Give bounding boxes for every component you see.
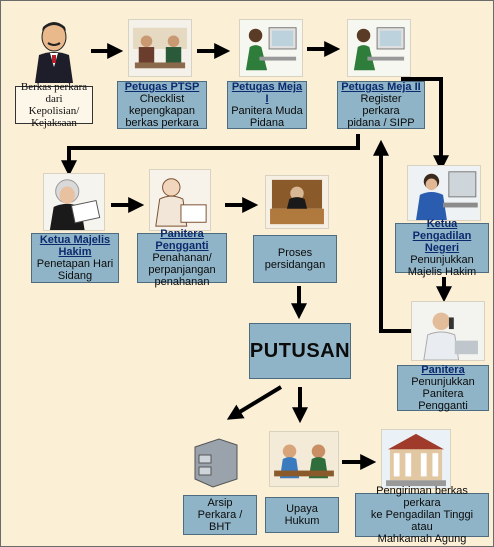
meja2-title: Petugas Meja II (341, 81, 421, 93)
meja2-box: Petugas Meja II Register perkara pidana … (337, 81, 425, 129)
computer-worker-icon (239, 19, 303, 77)
meja1-title: Petugas Meja I (231, 81, 303, 105)
pengiriman-line-2: ke Pengadilan Tinggi atau (370, 509, 474, 533)
ketua-majelis-line-1: Penetapan Hari (36, 258, 114, 270)
berkas-line-1: Berkas perkara (20, 81, 88, 93)
ketua-pn-title-1: Ketua Pengadilan (412, 218, 472, 242)
berkas-line-3: Kejaksaan (31, 117, 77, 129)
berkas-box: Berkas perkara dari Kepolisian/ Kejaksaa… (15, 81, 93, 129)
panitera-box: Panitera Penunjukkan Panitera Pengganti (397, 364, 489, 412)
ketua-pn-line-1: Penunjukkan (410, 254, 474, 266)
pengiriman-line-3: Mahkamah Agung (377, 533, 467, 545)
ketua-pn-line-2: Majelis Hakim (407, 266, 477, 278)
panitera-pengganti-box: Panitera Pengganti Penahanan/ perpanjang… (137, 228, 227, 288)
meja2-line-1: Register perkara (360, 93, 402, 117)
lawyer-icon (21, 17, 87, 83)
pengiriman-line-1: Pengiriman berkas perkara (376, 485, 468, 509)
ptsp-box: Petugas PTSP Checklist kepengkapan berka… (117, 81, 207, 129)
ptsp-line-1: Checklist (139, 93, 185, 105)
putusan-box: PUTUSAN (249, 323, 351, 379)
pengiriman-box: Pengiriman berkas perkara ke Pengadilan … (355, 485, 489, 545)
panitera-line-1: Penunjukkan (411, 376, 475, 388)
ketua-majelis-line-2: Sidang (57, 270, 93, 282)
meeting-desk-icon (269, 431, 339, 487)
ketua-majelis-title-1: Ketua Majelis (39, 234, 111, 246)
proses-box: Proses persidangan (253, 235, 337, 283)
upaya-label: Upaya Hukum (284, 503, 320, 527)
meja1-line-2: Pidana (249, 117, 285, 129)
filing-cabinet-icon (187, 433, 243, 489)
office-man-computer-icon (407, 165, 481, 221)
berkas-line-2: dari Kepolisian/ (28, 93, 80, 117)
clerk-writing-icon (149, 169, 211, 231)
ketua-pn-box: Ketua Pengadilan Negeri Penunjukkan Maje… (395, 218, 489, 278)
proses-line-2: persidangan (264, 259, 326, 271)
courtroom-judge-icon (265, 175, 329, 229)
upaya-box: Upaya Hukum (265, 497, 339, 533)
meja2-line-2: pidana / SIPP (347, 117, 415, 129)
panitera-line-2: Panitera Pengganti (418, 388, 468, 412)
ptsp-line-2: kepengkapan (128, 105, 196, 117)
proses-line-1: Proses (277, 247, 313, 259)
panitera-title: Panitera (421, 364, 465, 376)
arsip-line-2: BHT (209, 521, 231, 533)
meja1-line-1: Panitera Muda (231, 105, 303, 117)
arrow-putusan-to-arsip (226, 385, 283, 420)
arsip-line-1: Arsip Perkara / (197, 497, 243, 521)
pp-line-1: Penahanan/ (152, 252, 212, 264)
panitera-pengganti-title: Panitera Pengganti (155, 228, 209, 252)
arsip-box: Arsip Perkara / BHT (183, 495, 257, 535)
putusan-label: PUTUSAN (249, 340, 351, 362)
ptsp-line-3: berkas perkara (125, 117, 199, 129)
ketua-majelis-box: Ketua Majelis Hakim Penetapan Hari Sidan… (31, 233, 119, 283)
man-on-phone-icon (411, 301, 485, 361)
ketua-majelis-title-2: Hakim (58, 246, 92, 258)
computer-worker-icon (347, 19, 411, 77)
ptsp-title: Petugas PTSP (124, 81, 200, 93)
pp-line-3: penahanan (154, 276, 210, 288)
arrow-meja2-to-ketua-majelis (61, 134, 360, 177)
meja1-box: Petugas Meja I Panitera Muda Pidana (227, 81, 307, 129)
ketua-pn-title-2: Negeri (424, 242, 460, 254)
court-building-icon (381, 429, 451, 489)
meeting-icon (128, 19, 192, 77)
pp-line-2: perpanjangan (148, 264, 216, 276)
judge-reading-icon (43, 173, 105, 231)
